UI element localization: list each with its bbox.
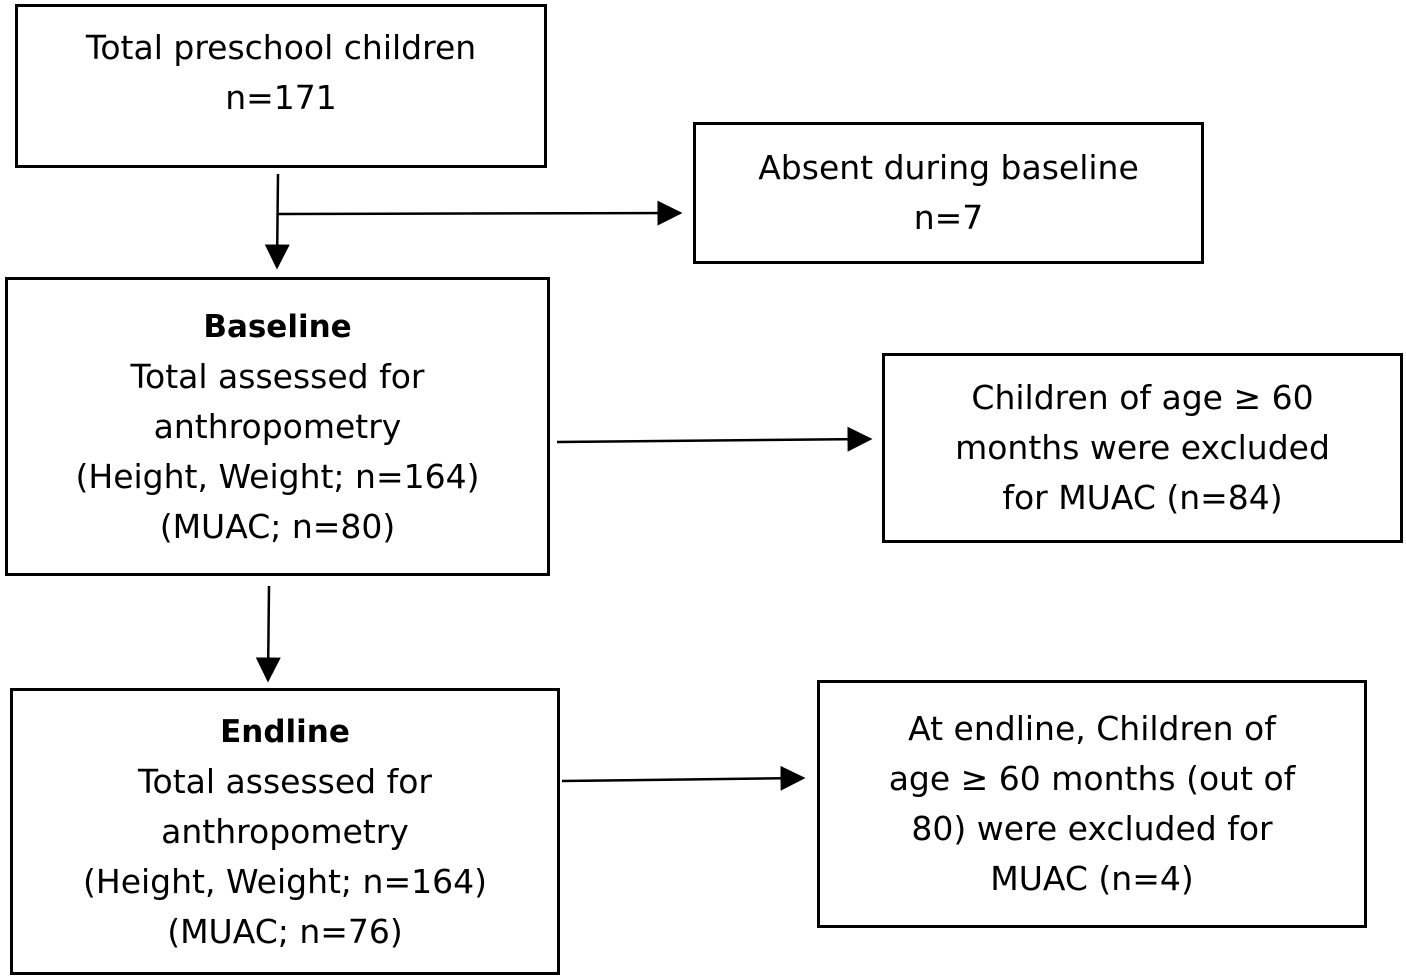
box-text-line: for MUAC (n=84) — [1002, 478, 1283, 517]
baseline-heading: Baseline — [203, 308, 352, 345]
box-text-line: Children of age ≥ 60 — [971, 378, 1314, 417]
arrow-baseline-to-endline — [255, 585, 281, 683]
box-text-line: (Height, Weight; n=164) — [83, 861, 487, 901]
arrow-endline-to-excluded — [561, 765, 806, 791]
endline-box: Endline Total assessed for anthropometry… — [10, 688, 560, 975]
box-text-line: (MUAC; n=76) — [167, 911, 403, 951]
box-text-line: anthropometry — [153, 406, 402, 446]
box-text-line: At endline, Children of — [908, 709, 1276, 748]
box-text-line: Total preschool children — [85, 28, 477, 67]
box-text-line: anthropometry — [161, 811, 409, 851]
box-text-line: n=171 — [225, 78, 337, 117]
excluded-endline-box: At endline, Children of age ≥ 60 months … — [817, 680, 1367, 928]
box-text-line: (Height, Weight; n=164) — [75, 456, 480, 496]
arrow-total-to-baseline — [264, 173, 290, 270]
absent-baseline-box: Absent during baseline n=7 — [693, 122, 1204, 264]
excluded-baseline-box: Children of age ≥ 60 months were exclude… — [882, 353, 1403, 543]
endline-heading: Endline — [220, 713, 350, 750]
baseline-box: Baseline Total assessed for anthropometr… — [5, 277, 550, 576]
arrow-baseline-to-excluded — [556, 426, 873, 452]
total-children-box: Total preschool children n=171 — [15, 4, 547, 168]
box-text-line: 80) were excluded for — [911, 809, 1273, 848]
box-text-line: Total assessed for — [130, 356, 425, 396]
arrow-to-absent — [277, 200, 683, 226]
box-text-line: n=7 — [913, 198, 984, 237]
box-text-line: months were excluded — [955, 428, 1330, 467]
box-text-line: Total assessed for — [138, 761, 432, 801]
box-text-line: (MUAC; n=80) — [159, 506, 396, 546]
box-text-line: Absent during baseline — [758, 148, 1139, 187]
box-text-line: age ≥ 60 months (out of — [888, 759, 1296, 798]
box-text-line: MUAC (n=4) — [990, 859, 1194, 898]
